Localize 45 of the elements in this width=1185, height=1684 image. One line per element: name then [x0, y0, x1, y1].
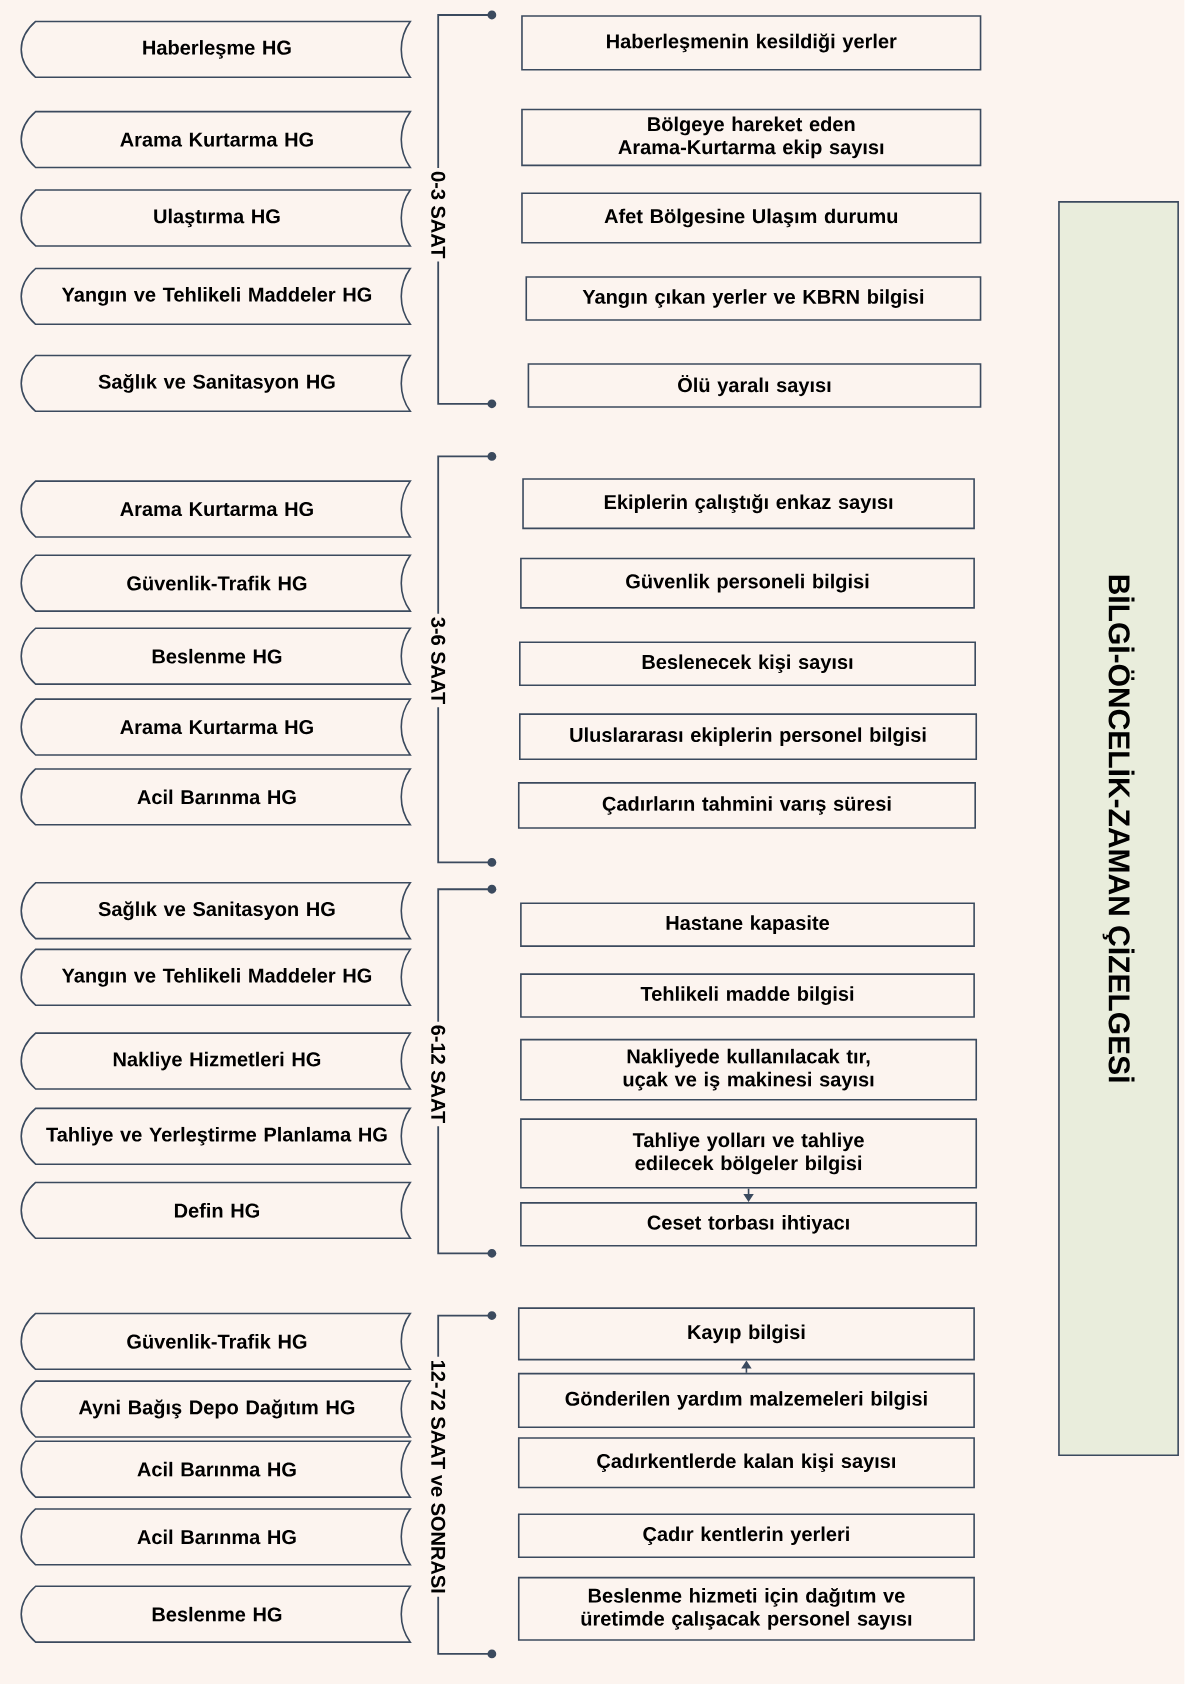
info-box: Çadır kentlerin yerleri	[518, 1513, 976, 1559]
scroll-box: Beslenme HG	[20, 1585, 412, 1643]
scroll-box: Ulaştırma HG	[20, 189, 412, 247]
info-box: Uluslararası ekiplerin personel bilgisi	[519, 713, 978, 761]
bracket-label: 0-3 SAAT	[428, 168, 449, 262]
info-box: Güvenlik personeli bilgisi	[520, 557, 976, 609]
scroll-box: Güvenlik-Trafik HG	[20, 554, 412, 612]
info-box: Beslenme hizmeti için dağıtım ve üretimde çalışacak personel sayısı	[518, 1576, 976, 1641]
bracket-label: 12-72 SAAT ve SONRASI	[428, 1356, 449, 1597]
scroll-box: Arama Kurtarma HG	[20, 698, 412, 756]
scroll-box: Acil Barınma HG	[20, 1508, 412, 1566]
scroll-box: Arama Kurtarma HG	[20, 480, 412, 538]
info-box: Çadırların tahmini varış süresi	[518, 782, 977, 829]
info-box: Ceset torbası ihtiyacı	[520, 1202, 978, 1247]
info-box: Gönderilen yardım malzemeleri bilgisi	[518, 1372, 976, 1429]
info-box: Beslenecek kişi sayısı	[519, 641, 977, 686]
scroll-box: Yangın ve Tehlikeli Maddeler HG	[20, 267, 412, 326]
info-box: Çadırkentlerde kalan kişi sayısı	[518, 1437, 976, 1489]
scroll-box: Haberleşme HG	[20, 20, 412, 79]
info-box: Bölgeye hareket eden Arama-Kurtarma ekip sayısı	[521, 108, 982, 167]
scroll-box: Tahliye ve Yerleştirme Planlama HG	[20, 1107, 412, 1165]
scroll-box: Acil Barınma HG	[20, 768, 412, 826]
scroll-box: Defin HG	[20, 1181, 412, 1240]
bracket-label: 6-12 SAAT	[428, 1021, 449, 1127]
info-box: Tahliye yolları ve tahliye edilecek bölgeler bilgisi	[520, 1118, 978, 1189]
info-box: Kayıp bilgisi	[518, 1307, 976, 1361]
title-box: BİLGİ-ÖNCELİK-ZAMAN ÇİZELGESİ	[1058, 201, 1180, 1457]
scroll-box: Yangın ve Tehlikeli Maddeler HG	[20, 948, 412, 1007]
scroll-box: Sağlık ve Sanitasyon HG	[20, 354, 412, 413]
info-box: Afet Bölgesine Ulaşım durumu	[521, 192, 982, 244]
info-box: Yangın çıkan yerler ve KBRN bilgisi	[525, 276, 982, 321]
info-box: Haberleşmenin kesildiği yerler	[521, 15, 982, 71]
info-box: Nakliyede kullanılacak tır, uçak ve iş makinesi sayısı	[520, 1038, 978, 1101]
scroll-box: Acil Barınma HG	[20, 1440, 412, 1498]
bracket-label: 3-6 SAAT	[428, 613, 449, 708]
scroll-box: Sağlık ve Sanitasyon HG	[20, 882, 412, 940]
scroll-box: Arama Kurtarma HG	[20, 110, 412, 169]
scroll-box: Ayni Bağış Depo Dağıtım HG	[20, 1380, 412, 1438]
info-box: Ölü yaralı sayısı	[527, 363, 982, 408]
scroll-box: Beslenme HG	[20, 627, 412, 685]
info-box: Tehlikeli madde bilgisi	[520, 973, 976, 1018]
info-box: Ekiplerin çalıştığı enkaz sayısı	[522, 478, 976, 530]
scroll-box: Nakliye Hizmetleri HG	[20, 1032, 412, 1090]
info-box: Hastane kapasite	[520, 902, 976, 947]
scroll-box: Güvenlik-Trafik HG	[20, 1312, 412, 1371]
